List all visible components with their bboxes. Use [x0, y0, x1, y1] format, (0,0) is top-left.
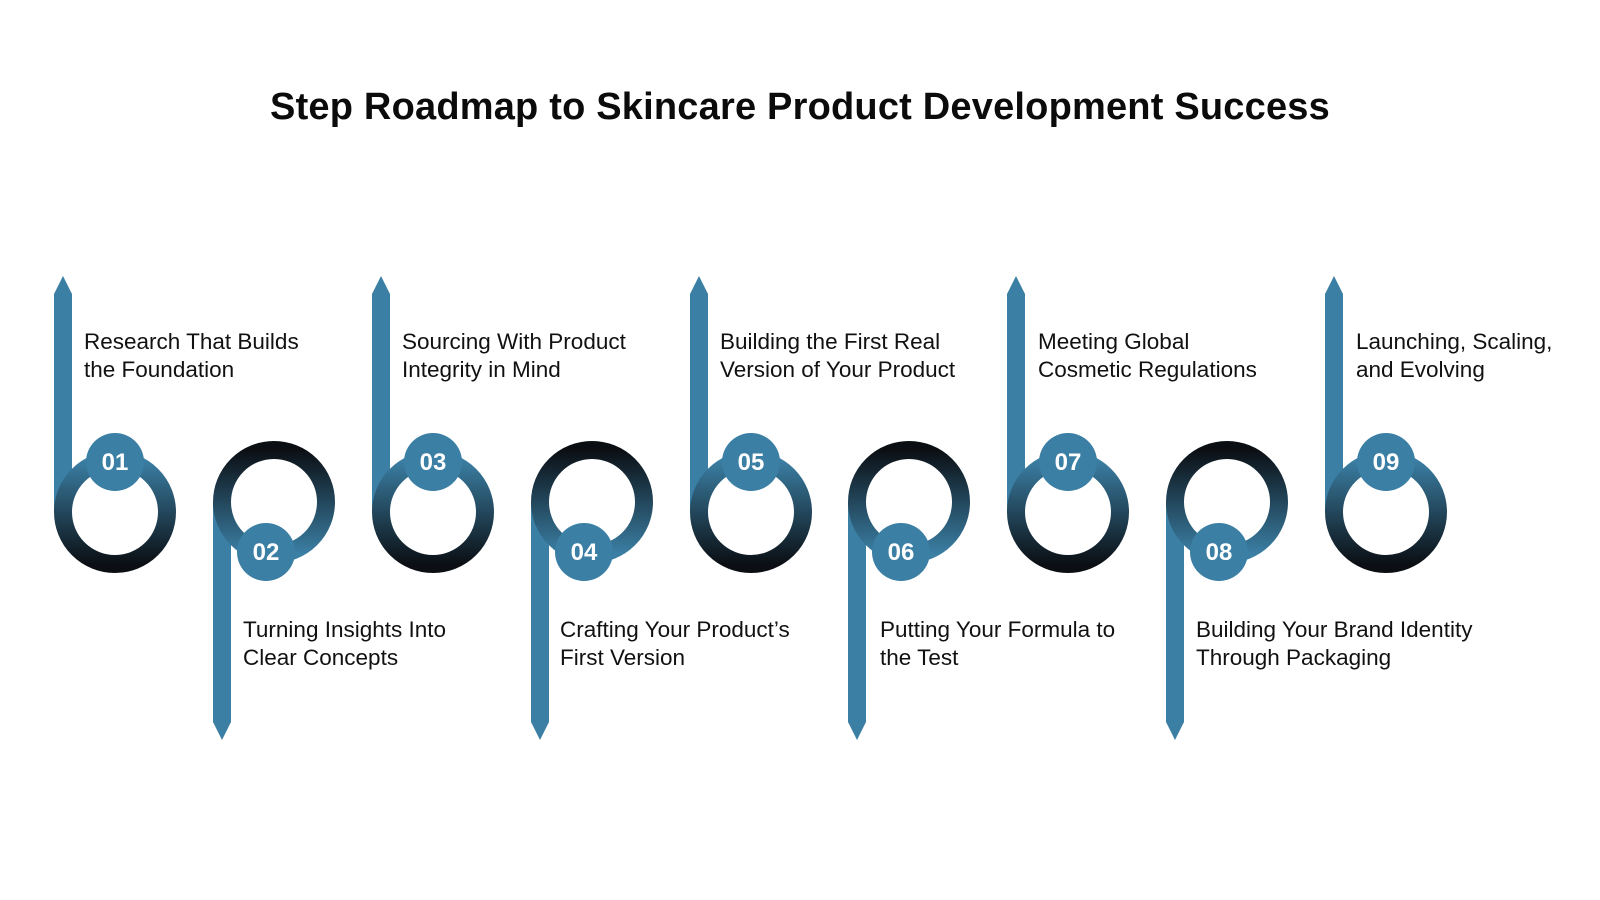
- step-6-badge: [872, 523, 930, 581]
- step-7-number: 07: [1055, 449, 1082, 476]
- step-2-badge: [237, 523, 295, 581]
- step-5-text: Building the First Real Version of Your …: [720, 328, 955, 384]
- step-5-stem: [690, 276, 708, 512]
- step-7-stem: [1007, 276, 1025, 512]
- step-4-badge: [555, 523, 613, 581]
- step-7-text: Meeting Global Cosmetic Regulations: [1038, 328, 1257, 384]
- badges-layer: 01 02 03 04 05 06 07 08 09: [86, 433, 1415, 581]
- step-9-badge: [1357, 433, 1415, 491]
- step-5-badge: [722, 433, 780, 491]
- step-7-badge: [1039, 433, 1097, 491]
- step-9-stem: [1325, 276, 1343, 512]
- step-8-title-line2: Through Packaging: [1196, 645, 1392, 670]
- step-2-title-line1: Turning Insights Into: [243, 617, 447, 642]
- step-1-title-line1: Research That Builds: [84, 329, 299, 354]
- step-2-title-line2: Clear Concepts: [243, 645, 399, 670]
- step-6-number: 06: [888, 539, 915, 566]
- step-2-text: Turning Insights Into Clear Concepts: [243, 616, 446, 672]
- step-1-number: 01: [102, 449, 129, 476]
- step-9-title-line2: and Evolving: [1356, 357, 1485, 382]
- step-5-title-line2: Version of Your Product: [720, 357, 956, 382]
- step-1-title-line2: the Foundation: [84, 357, 235, 382]
- step-6-title-line1: Putting Your Formula to: [880, 617, 1116, 642]
- step-2-number: 02: [253, 539, 280, 566]
- step-3-text: Sourcing With Product Integrity in Mind: [402, 328, 626, 384]
- step-1-badge: [86, 433, 144, 491]
- step-3-title-line1: Sourcing With Product: [402, 329, 626, 354]
- step-4-number: 04: [571, 539, 598, 566]
- step-4-stem: [531, 502, 549, 740]
- step-3-badge: [404, 433, 462, 491]
- step-6-title-line2: the Test: [880, 645, 959, 670]
- step-8-stem: [1166, 502, 1184, 740]
- step-7-title-line1: Meeting Global: [1038, 329, 1190, 354]
- step-6-text: Putting Your Formula to the Test: [880, 616, 1115, 672]
- step-9-text: Launching, Scaling, and Evolving: [1356, 328, 1552, 384]
- step-6-stem: [848, 502, 866, 740]
- stems-layer: [54, 276, 1343, 740]
- step-1-stem: [54, 276, 72, 512]
- step-5-title-line1: Building the First Real: [720, 329, 941, 354]
- step-3-stem: [372, 276, 390, 512]
- step-2-stem: [213, 502, 231, 740]
- page-title: Step Roadmap to Skincare Product Develop…: [270, 86, 1330, 128]
- step-9-number: 09: [1373, 449, 1400, 476]
- step-9-title-line1: Launching, Scaling,: [1356, 329, 1553, 354]
- step-8-badge: [1190, 523, 1248, 581]
- step-7-title-line2: Cosmetic Regulations: [1038, 357, 1257, 382]
- step-4-text: Crafting Your Product’s First Version: [560, 616, 790, 672]
- step-5-number: 05: [738, 449, 765, 476]
- step-8-text: Building Your Brand Identity Through Pac…: [1196, 616, 1472, 672]
- step-1-text: Research That Builds the Foundation: [84, 328, 299, 384]
- step-8-number: 08: [1206, 539, 1233, 566]
- step-4-title-line2: First Version: [560, 645, 686, 670]
- step-8-title-line1: Building Your Brand Identity: [1196, 617, 1473, 642]
- step-3-number: 03: [420, 449, 447, 476]
- step-3-title-line2: Integrity in Mind: [402, 357, 561, 382]
- step-4-title-line1: Crafting Your Product’s: [560, 617, 790, 642]
